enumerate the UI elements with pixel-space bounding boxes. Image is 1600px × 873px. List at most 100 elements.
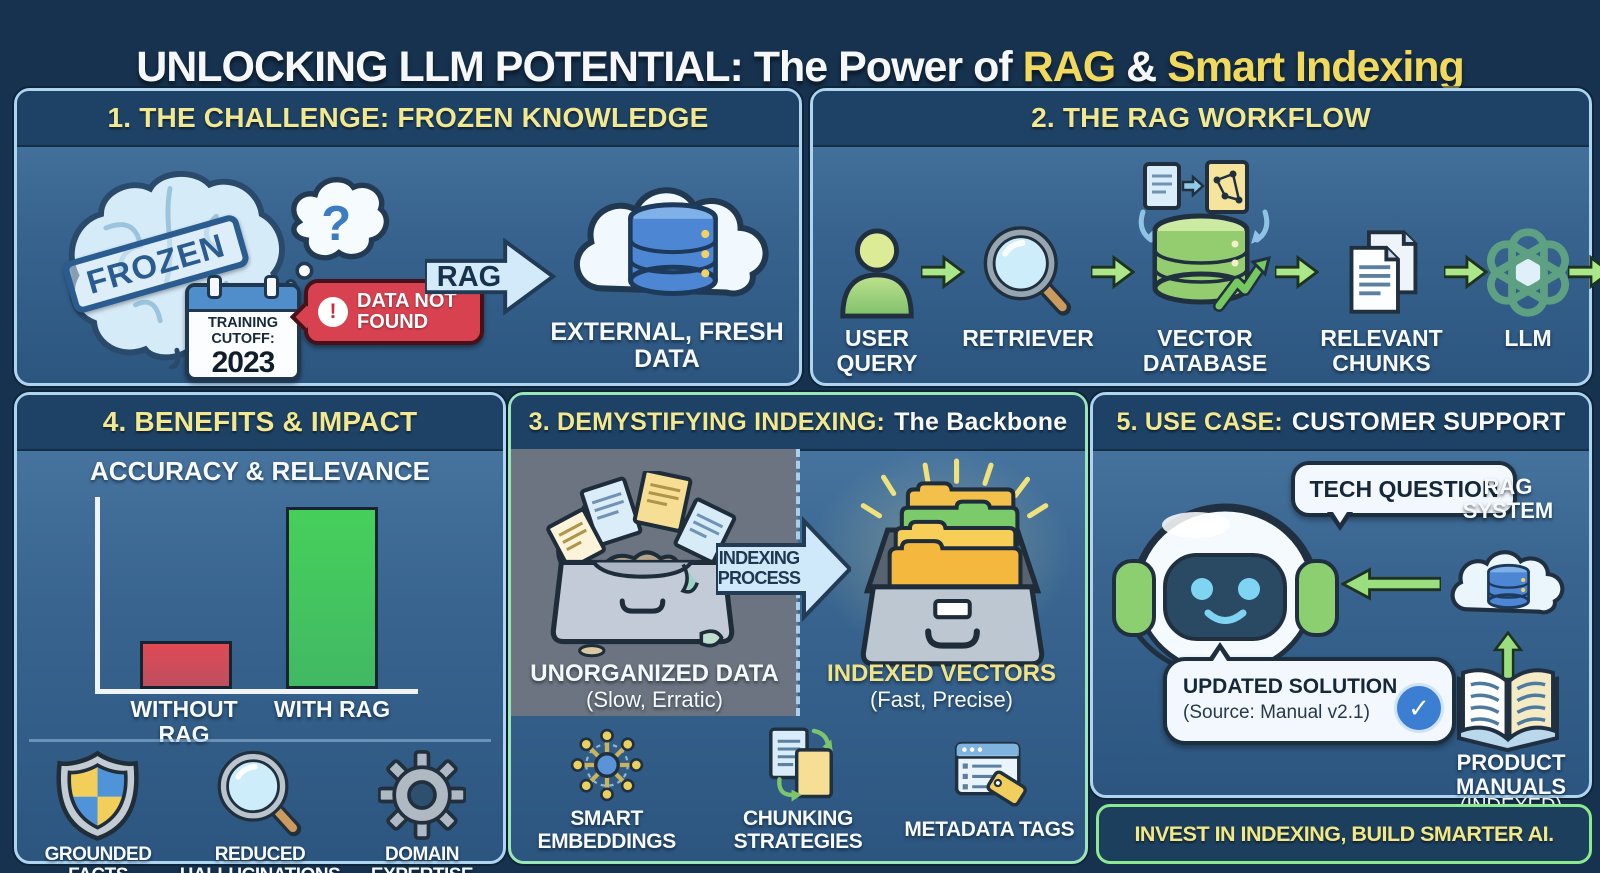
indexed-drawer-icon (860, 458, 1049, 667)
flow-arrow-icon (1275, 254, 1319, 290)
rag-cloud-icon (1450, 550, 1565, 615)
call-to-action-banner: INVEST IN INDEXING, BUILD SMARTER AI. (1096, 804, 1592, 864)
bar-label-with-rag: WITH RAG (273, 696, 391, 722)
rag-arrow: RAG (423, 235, 557, 319)
arrow-up-icon (1492, 631, 1524, 679)
rag-arrow-label: RAG (436, 261, 502, 293)
unorganized-data-title: UNORGANIZED DATA (530, 660, 779, 687)
page-title: UNLOCKING LLM POTENTIAL: The Power of RA… (0, 43, 1600, 92)
thought-bubble-icon: ? (284, 176, 390, 292)
updated-solution-title: UPDATED SOLUTION (1183, 675, 1398, 698)
arrow-left-icon (1341, 567, 1441, 601)
panel-indexing-title-em: 3. DEMYSTIFYING INDEXING: (528, 407, 886, 436)
support-robot-icon (1112, 503, 1339, 685)
title-white: UNLOCKING LLM POTENTIAL: The Power of (136, 42, 1013, 91)
gear-icon (378, 750, 466, 840)
documents-icon (1336, 155, 1428, 320)
panel-use-case-header: 5. USE CASE: CUSTOMER SUPPORT (1093, 395, 1589, 451)
benefits-row: GROUNDED FACTS REDUCED HALLUCINATIONS (17, 749, 503, 873)
workflow-step-label: LLM (1504, 325, 1552, 351)
panel-indexing-body: UNORGANIZED DATA (Slow, Erratic) INDEXED (511, 449, 1085, 861)
external-data-cloud-icon (573, 187, 769, 297)
panel-workflow-body: USER QUERY RETRIEVER (813, 145, 1600, 383)
calendar-label: TRAINING CUTOFF: (207, 315, 279, 347)
workflow-step-llm: LLM (1487, 155, 1569, 351)
bar-label-without-rag: WITHOUT RAG (130, 696, 238, 747)
bar-with-rag (286, 506, 378, 689)
magnifier-icon (217, 750, 302, 837)
workflow-step-user-query: USER QUERY (833, 155, 921, 376)
indexed-vectors-title: INDEXED VECTORS (827, 660, 1056, 687)
data-not-found-bubble: ! DATA NOT FOUND (289, 279, 484, 345)
vector-database-icon (1135, 155, 1275, 320)
bubble-tail (1211, 650, 1229, 664)
indexing-foundations-row: SMART EMBEDDINGS CHUNKING STRATEGIES (511, 716, 1085, 861)
panel-use-case-body: TECH QUESTION RAG SYSTEM (1093, 449, 1589, 817)
foundation-label: CHUNKING STRATEGIES (733, 806, 863, 853)
block-arrow-right-icon (714, 516, 853, 622)
indexing-process-label: INDEXING PROCESS (717, 548, 801, 588)
updated-solution-source: (Source: Manual v2.1) (1183, 702, 1370, 723)
panel-indexing-header: 3. DEMYSTIFYING INDEXING: The Backbone (511, 395, 1085, 451)
flow-arrow-icon (921, 254, 965, 290)
benefit-label: DOMAIN EXPERTISE (371, 844, 474, 873)
training-cutoff-calendar: TRAINING CUTOFF: 2023 (185, 275, 301, 381)
panel-workflow-header: 2. THE RAG WORKFLOW (813, 91, 1589, 147)
tech-question-text: TECH QUESTION (1309, 475, 1499, 502)
panel-use-case-title-em: 5. USE CASE: (1116, 407, 1283, 436)
bubble-tail (1331, 509, 1349, 523)
panel-use-case-title-rest: CUSTOMER SUPPORT (1291, 407, 1566, 436)
benefit-label: REDUCED HALLUCINATIONS (180, 844, 341, 873)
flow-arrow-icon (1568, 254, 1600, 290)
title-amp: & (1126, 42, 1157, 91)
workflow-step-label: VECTOR DATABASE (1142, 325, 1268, 376)
chunking-icon (769, 727, 833, 802)
magnifier-icon (982, 155, 1074, 320)
workflow-step-label: RETRIEVER (962, 325, 1094, 351)
indexing-process-arrow: INDEXING PROCESS (714, 509, 853, 629)
workflow-step-vector-database: VECTOR DATABASE (1135, 155, 1275, 376)
workflow-step-label: USER QUERY (836, 325, 918, 376)
foundation-metadata-tags: METADATA TAGS (899, 735, 1079, 842)
panel-challenge-body: FROZEN ? TRAINING CUTOFF: 2023 ! DATA NO… (17, 145, 799, 383)
foundation-label: METADATA TAGS (904, 818, 1075, 842)
block-arrow-right-icon (423, 237, 557, 316)
flow-arrow-icon (1444, 254, 1488, 290)
calendar-ring (264, 275, 279, 299)
tech-question-bubble: TECH QUESTION (1291, 461, 1517, 531)
benefit-domain-expertise: DOMAIN EXPERTISE (341, 749, 503, 873)
calendar-ring (207, 275, 222, 299)
panel-benefits-body: ACCURACY & RELEVANCE WITHOUT RAG WITH RA… (17, 449, 503, 873)
title-rag: RAG (1022, 42, 1117, 91)
panel-indexing: 3. DEMYSTIFYING INDEXING: The Backbone UN… (508, 392, 1088, 864)
product-manuals-book-icon (1457, 668, 1559, 753)
title-smart-indexing: Smart Indexing (1167, 42, 1465, 91)
question-mark: ? (321, 197, 351, 251)
metadata-tag-icon (955, 742, 1028, 807)
flow-arrow-icon (1091, 254, 1135, 290)
user-icon (833, 155, 921, 320)
messy-drawer-icon (546, 471, 737, 658)
panel-challenge-header: 1. THE CHALLENGE: FROZEN KNOWLEDGE (17, 91, 799, 147)
foundation-label: SMART EMBEDDINGS (537, 806, 676, 853)
workflow-step-retriever: RETRIEVER (962, 155, 1094, 351)
panel-benefits-title: 4. BENEFITS & IMPACT (102, 406, 418, 437)
workflow-step-relevant-chunks: RELEVANT CHUNKS (1319, 155, 1444, 376)
product-manuals-label: PRODUCT MANUALS (1456, 750, 1566, 799)
cloud-label: EXTERNAL, FRESH DATA (550, 318, 784, 373)
rag-system-label: RAG SYSTEM (1462, 474, 1554, 523)
panel-rag-workflow: 2. THE RAG WORKFLOW USER QUERY (810, 88, 1600, 386)
bar-chart (95, 497, 418, 694)
panel-indexing-title-rest: The Backbone (894, 407, 1068, 436)
indexed-vectors-subtitle: (Fast, Precise) (869, 687, 1014, 712)
bar-without-rag (140, 641, 232, 689)
shield-icon (56, 750, 139, 841)
embeddings-icon (570, 728, 643, 802)
foundation-chunking-strategies: CHUNKING STRATEGIES (708, 724, 888, 853)
panel-benefits: 4. BENEFITS & IMPACT ACCURACY & RELEVANC… (14, 392, 506, 873)
panel-use-case: 5. USE CASE: CUSTOMER SUPPORT TECH QUESTI… (1090, 392, 1592, 817)
foundation-smart-embeddings: SMART EMBEDDINGS (517, 724, 697, 853)
panel-benefits-header: 4. BENEFITS & IMPACT (17, 395, 503, 451)
section-divider (29, 739, 491, 742)
panel-challenge-title: 1. THE CHALLENGE: FROZEN KNOWLEDGE (107, 102, 709, 133)
